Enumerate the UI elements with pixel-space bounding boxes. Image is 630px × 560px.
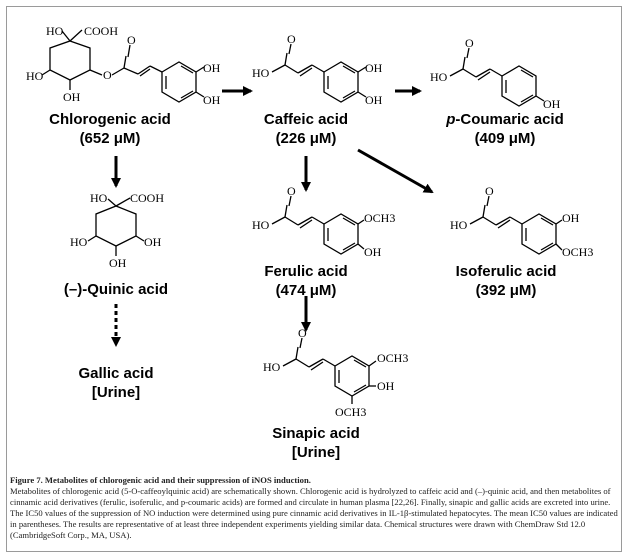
atom-label: O xyxy=(287,32,296,46)
label-caffeic-acid: Caffeic acid (226 μM) xyxy=(236,110,376,148)
atom-label: HO xyxy=(46,24,64,38)
atom-label: O xyxy=(127,33,136,47)
arrow-caffeic-to-isoferulic xyxy=(357,148,434,194)
atom-label: OCH3 xyxy=(377,351,408,365)
ic50-value: (226 μM) xyxy=(275,130,337,147)
atom-label: HO xyxy=(450,218,468,232)
caption-title: Figure 7. Metabolites of chlorogenic aci… xyxy=(10,475,311,485)
label-ferulic-acid: Ferulic acid (474 μM) xyxy=(236,262,376,300)
atom-label: OH xyxy=(562,211,580,225)
atom-label: OH xyxy=(377,379,395,393)
label-chlorogenic-acid: Chlorogenic acid (652 μM) xyxy=(30,110,190,148)
label-gallic-acid: Gallic acid [Urine] xyxy=(56,364,176,402)
isoferulic-acid-structure xyxy=(469,195,563,255)
excretion-location: [Urine] xyxy=(91,384,141,401)
quinic-acid-structure xyxy=(87,197,145,256)
atom-label: HO xyxy=(252,218,270,232)
atom-label: OH xyxy=(109,256,127,270)
atom-label: OH xyxy=(364,245,382,259)
ic50-value: (474 μM) xyxy=(275,282,337,299)
p-coumaric-acid-structure xyxy=(449,47,545,107)
compound-name: Ferulic acid xyxy=(264,263,348,280)
atom-label: OH xyxy=(63,90,81,104)
compound-name: Isoferulic acid xyxy=(455,263,557,280)
label-p-coumaric-acid: p-Coumaric acid (409 μM) xyxy=(420,110,590,148)
ic50-value: (392 μM) xyxy=(475,282,537,299)
sinapic-acid-structure xyxy=(282,337,377,404)
chlorogenic-acid-structure xyxy=(41,29,205,103)
excretion-location: [Urine] xyxy=(291,444,341,461)
atom-labels: HO COOH HO OH O O OH OH HO O OH OH HO O … xyxy=(26,24,593,419)
compound-name: Chlorogenic acid xyxy=(49,111,171,128)
compound-name: Caffeic acid xyxy=(263,111,349,128)
label-sinapic-acid: Sinapic acid [Urine] xyxy=(246,424,386,462)
atom-label: HO xyxy=(430,70,448,84)
atom-label: OCH3 xyxy=(335,405,366,419)
compound-name: p-Coumaric acid xyxy=(420,110,590,129)
atom-label: OCH3 xyxy=(364,211,395,225)
italic-prefix: p xyxy=(446,111,456,128)
atom-label: OH xyxy=(365,61,383,75)
atom-label: O xyxy=(298,326,307,340)
ic50-value: (409 μM) xyxy=(474,130,536,147)
atom-label: COOH xyxy=(130,191,164,205)
atom-label: OCH3 xyxy=(562,245,593,259)
ic50-value: (652 μM) xyxy=(79,130,141,147)
caption-body: Metabolites of chlorogenic acid (5-O-caf… xyxy=(10,486,618,540)
atom-label: HO xyxy=(252,66,270,80)
atom-label: HO xyxy=(70,235,88,249)
atom-label: OH xyxy=(365,93,383,107)
label-isoferulic-acid: Isoferulic acid (392 μM) xyxy=(426,262,586,300)
atom-label: OH xyxy=(144,235,162,249)
atom-label: O xyxy=(485,184,494,198)
label-quinic-acid: (–)-Quinic acid xyxy=(46,280,186,299)
caffeic-acid-structure xyxy=(271,43,367,103)
atom-label: COOH xyxy=(84,24,118,38)
atom-label: O xyxy=(287,184,296,198)
atom-label: HO xyxy=(90,191,108,205)
atom-label: OH xyxy=(203,61,221,75)
atom-label: OH xyxy=(543,97,561,111)
atom-label: O xyxy=(103,68,112,82)
figure-frame xyxy=(6,6,622,552)
name-rest: -Coumaric acid xyxy=(455,111,564,128)
compound-name: (–)-Quinic acid xyxy=(63,281,169,298)
atom-label: HO xyxy=(263,360,281,374)
atom-label: OH xyxy=(203,93,221,107)
compound-name: Sinapic acid xyxy=(272,425,360,442)
ferulic-acid-structure xyxy=(271,195,365,255)
atom-label: O xyxy=(465,36,474,50)
atom-label: HO xyxy=(26,69,44,83)
compound-name: Gallic acid xyxy=(78,365,154,382)
figure-caption: Figure 7. Metabolites of chlorogenic aci… xyxy=(10,475,618,541)
